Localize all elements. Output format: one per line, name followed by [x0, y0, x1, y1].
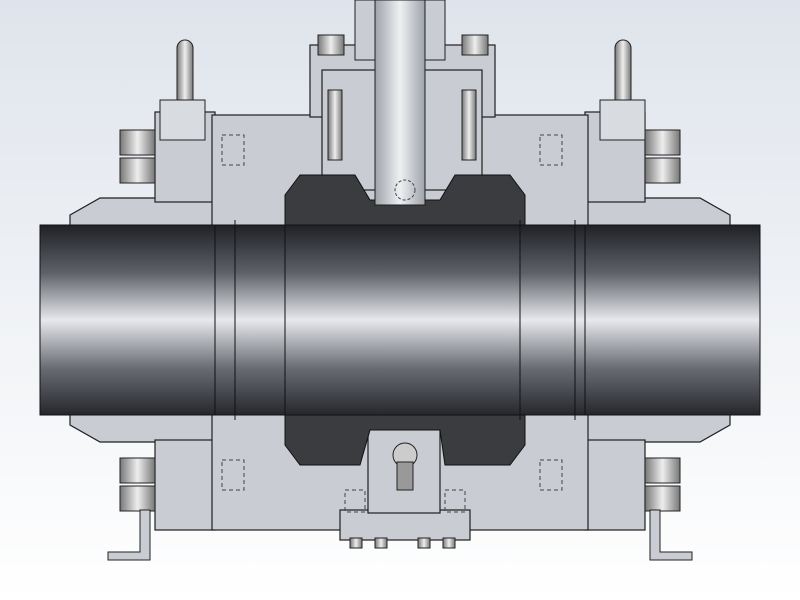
stem-pin: [394, 179, 416, 201]
trunnion-bolt: [396, 461, 414, 491]
drain-plugs: [349, 537, 456, 549]
bonnet-bolts: [317, 34, 489, 161]
flange-bolts: [119, 129, 681, 512]
seat-rings: [214, 220, 586, 420]
left-lower-adapter: [154, 439, 216, 531]
bottom-plate: [339, 509, 471, 541]
support-feet: [107, 509, 693, 561]
lifting-lugs: [159, 39, 646, 141]
hidden-lines: [221, 134, 563, 513]
right-lower-adapter: [584, 439, 646, 531]
stem: [374, 0, 426, 206]
ball-bore: [284, 224, 521, 416]
